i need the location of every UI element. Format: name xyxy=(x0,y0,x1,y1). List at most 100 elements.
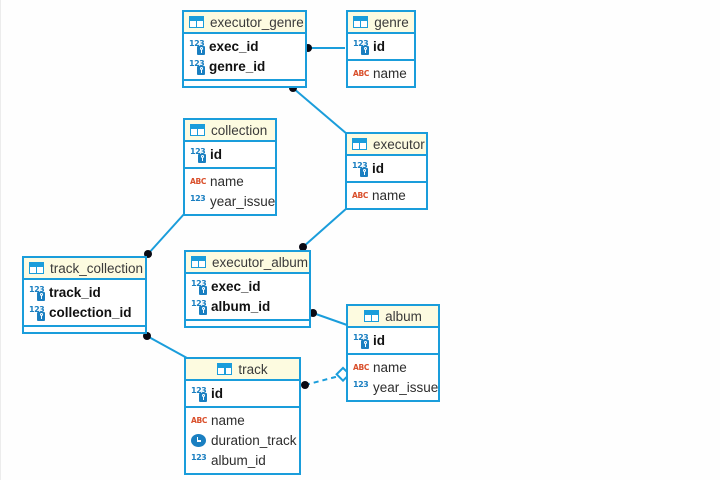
relation-endpoint-dot xyxy=(301,381,309,389)
rel-track-album[interactable] xyxy=(301,366,351,389)
entity-title: collection xyxy=(211,122,268,138)
key-badge-icon xyxy=(197,65,205,75)
primary-key-number-icon: 123 xyxy=(191,279,207,295)
key-badge-icon xyxy=(199,392,207,402)
rel-executor_album-album[interactable] xyxy=(309,309,348,326)
field-label: id xyxy=(210,146,222,162)
primary-key-number-icon: 123 xyxy=(353,333,369,349)
table-icon xyxy=(190,124,205,136)
entity-title: track_collection xyxy=(50,260,144,276)
key-badge-icon xyxy=(360,167,368,177)
relation-line xyxy=(312,312,348,326)
table-icon xyxy=(191,256,206,268)
field-label: id xyxy=(373,332,385,348)
entity-header-executor_album[interactable]: executor_album xyxy=(186,252,309,274)
table-icon xyxy=(352,138,367,150)
primary-key-number-icon: 123 xyxy=(190,147,206,163)
rel-track_collection-track[interactable] xyxy=(143,332,188,359)
key-badge-icon xyxy=(37,311,45,321)
number-type-icon: 123 xyxy=(191,453,207,462)
field-label: track_id xyxy=(49,284,101,300)
entity-header-executor_genre[interactable]: executor_genre xyxy=(184,12,305,34)
field-label: id xyxy=(373,38,385,54)
entity-title: executor xyxy=(373,136,425,152)
table-icon xyxy=(29,262,44,274)
primary-key-number-icon: 123 xyxy=(352,161,368,177)
key-badge-icon xyxy=(199,305,207,315)
rel-executor_genre-executor[interactable] xyxy=(289,84,348,135)
entity-title: executor_genre xyxy=(210,14,304,30)
entity-title: executor_album xyxy=(212,254,309,270)
field-label: id xyxy=(372,160,384,176)
field-label: collection_id xyxy=(49,304,132,320)
key-badge-icon xyxy=(197,45,205,55)
key-badge-icon xyxy=(199,285,207,295)
rel-executor_genre-genre[interactable] xyxy=(304,44,345,52)
primary-key-number-icon: 123 xyxy=(191,386,207,402)
text-type-icon: ABC xyxy=(191,415,208,425)
relation-line xyxy=(147,212,186,255)
rel-executor-executor_album[interactable] xyxy=(299,207,348,251)
entity-title: track xyxy=(238,361,268,377)
field-label: year_issue xyxy=(373,379,439,395)
primary-key-number-icon: 123 xyxy=(189,39,205,55)
field-label: name xyxy=(373,65,407,81)
rel-collection-track_collection[interactable] xyxy=(144,212,186,258)
entity-header-executor[interactable]: executor xyxy=(347,134,426,156)
text-type-icon: ABC xyxy=(353,68,370,78)
relation-line xyxy=(302,207,348,248)
table-icon xyxy=(189,16,204,28)
entity-title: album xyxy=(385,308,422,324)
field-label: exec_id xyxy=(211,278,261,294)
entity-header-album[interactable]: album xyxy=(348,306,438,328)
relation-line xyxy=(146,335,188,359)
entity-header-track_collection[interactable]: track_collection xyxy=(24,258,145,280)
entity-header-genre[interactable]: genre xyxy=(348,12,414,34)
relation-line xyxy=(292,87,348,135)
field-label: id xyxy=(211,385,223,401)
field-label: name xyxy=(211,412,245,428)
key-badge-icon xyxy=(361,339,369,349)
field-row-track-duration_track[interactable]: duration_track xyxy=(186,430,299,450)
entity-header-track[interactable]: track xyxy=(186,359,299,381)
clock-type-icon xyxy=(191,434,206,447)
primary-key-number-icon: 123 xyxy=(191,299,207,315)
table-icon xyxy=(364,310,380,322)
primary-key-number-icon: 123 xyxy=(353,39,369,55)
entity-header-collection[interactable]: collection xyxy=(185,120,275,142)
